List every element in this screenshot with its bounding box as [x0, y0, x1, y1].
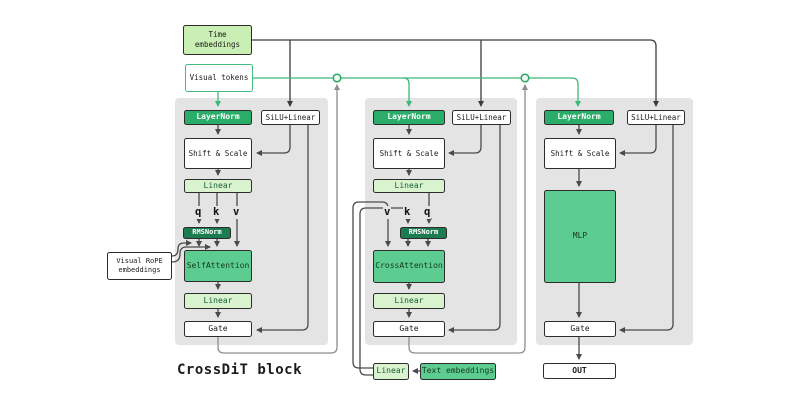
cross-attention-node: CrossAttention	[373, 250, 445, 283]
linear-in-node-2: Linear	[373, 179, 445, 193]
q-label-2: q	[423, 206, 432, 219]
layernorm-node-1: LayerNorm	[184, 110, 252, 125]
k-label-1: k	[212, 206, 221, 219]
shift-scale-node-3: Shift & Scale	[544, 138, 616, 169]
gate-node-3: Gate	[544, 321, 616, 337]
gate-node-1: Gate	[184, 321, 252, 337]
residual-merge-node-1	[332, 73, 342, 83]
visual-tokens-node: Visual tokens	[185, 64, 253, 92]
self-attention-node: SelfAttention	[184, 250, 252, 282]
text-linear-node: Linear	[373, 363, 409, 380]
gate-node-2: Gate	[373, 321, 445, 337]
shift-scale-node-2: Shift & Scale	[373, 138, 445, 169]
layernorm-node-2: LayerNorm	[373, 110, 445, 125]
k-label-2: k	[403, 206, 412, 219]
linear-in-node-1: Linear	[184, 179, 252, 193]
linear-out-node-1: Linear	[184, 293, 252, 309]
silu-linear-node-1: SiLU+Linear	[261, 110, 320, 125]
silu-linear-node-3: SiLU+Linear	[627, 110, 685, 125]
diagram-title: CrossDiT block	[177, 362, 303, 378]
text-embeddings-node: Text embeddings	[420, 363, 496, 380]
q-label-1: q	[194, 206, 203, 219]
shift-scale-node-1: Shift & Scale	[184, 138, 252, 169]
mlp-node: MLP	[544, 190, 616, 283]
silu-linear-node-2: SiLU+Linear	[452, 110, 511, 125]
rmsnorm-node-2: RMSNorm	[400, 227, 447, 239]
rmsnorm-node-1: RMSNorm	[183, 227, 231, 239]
linear-out-node-2: Linear	[373, 293, 445, 309]
time-embeddings-node: Time embeddings	[183, 25, 252, 55]
residual-merge-node-2	[520, 73, 530, 83]
layernorm-node-3: LayerNorm	[544, 110, 614, 125]
v-label-1: v	[232, 206, 241, 219]
v-label-2: v	[383, 206, 392, 219]
visual-rope-embeddings-node: Visual RoPE embeddings	[107, 252, 172, 280]
out-node: OUT	[543, 363, 616, 379]
